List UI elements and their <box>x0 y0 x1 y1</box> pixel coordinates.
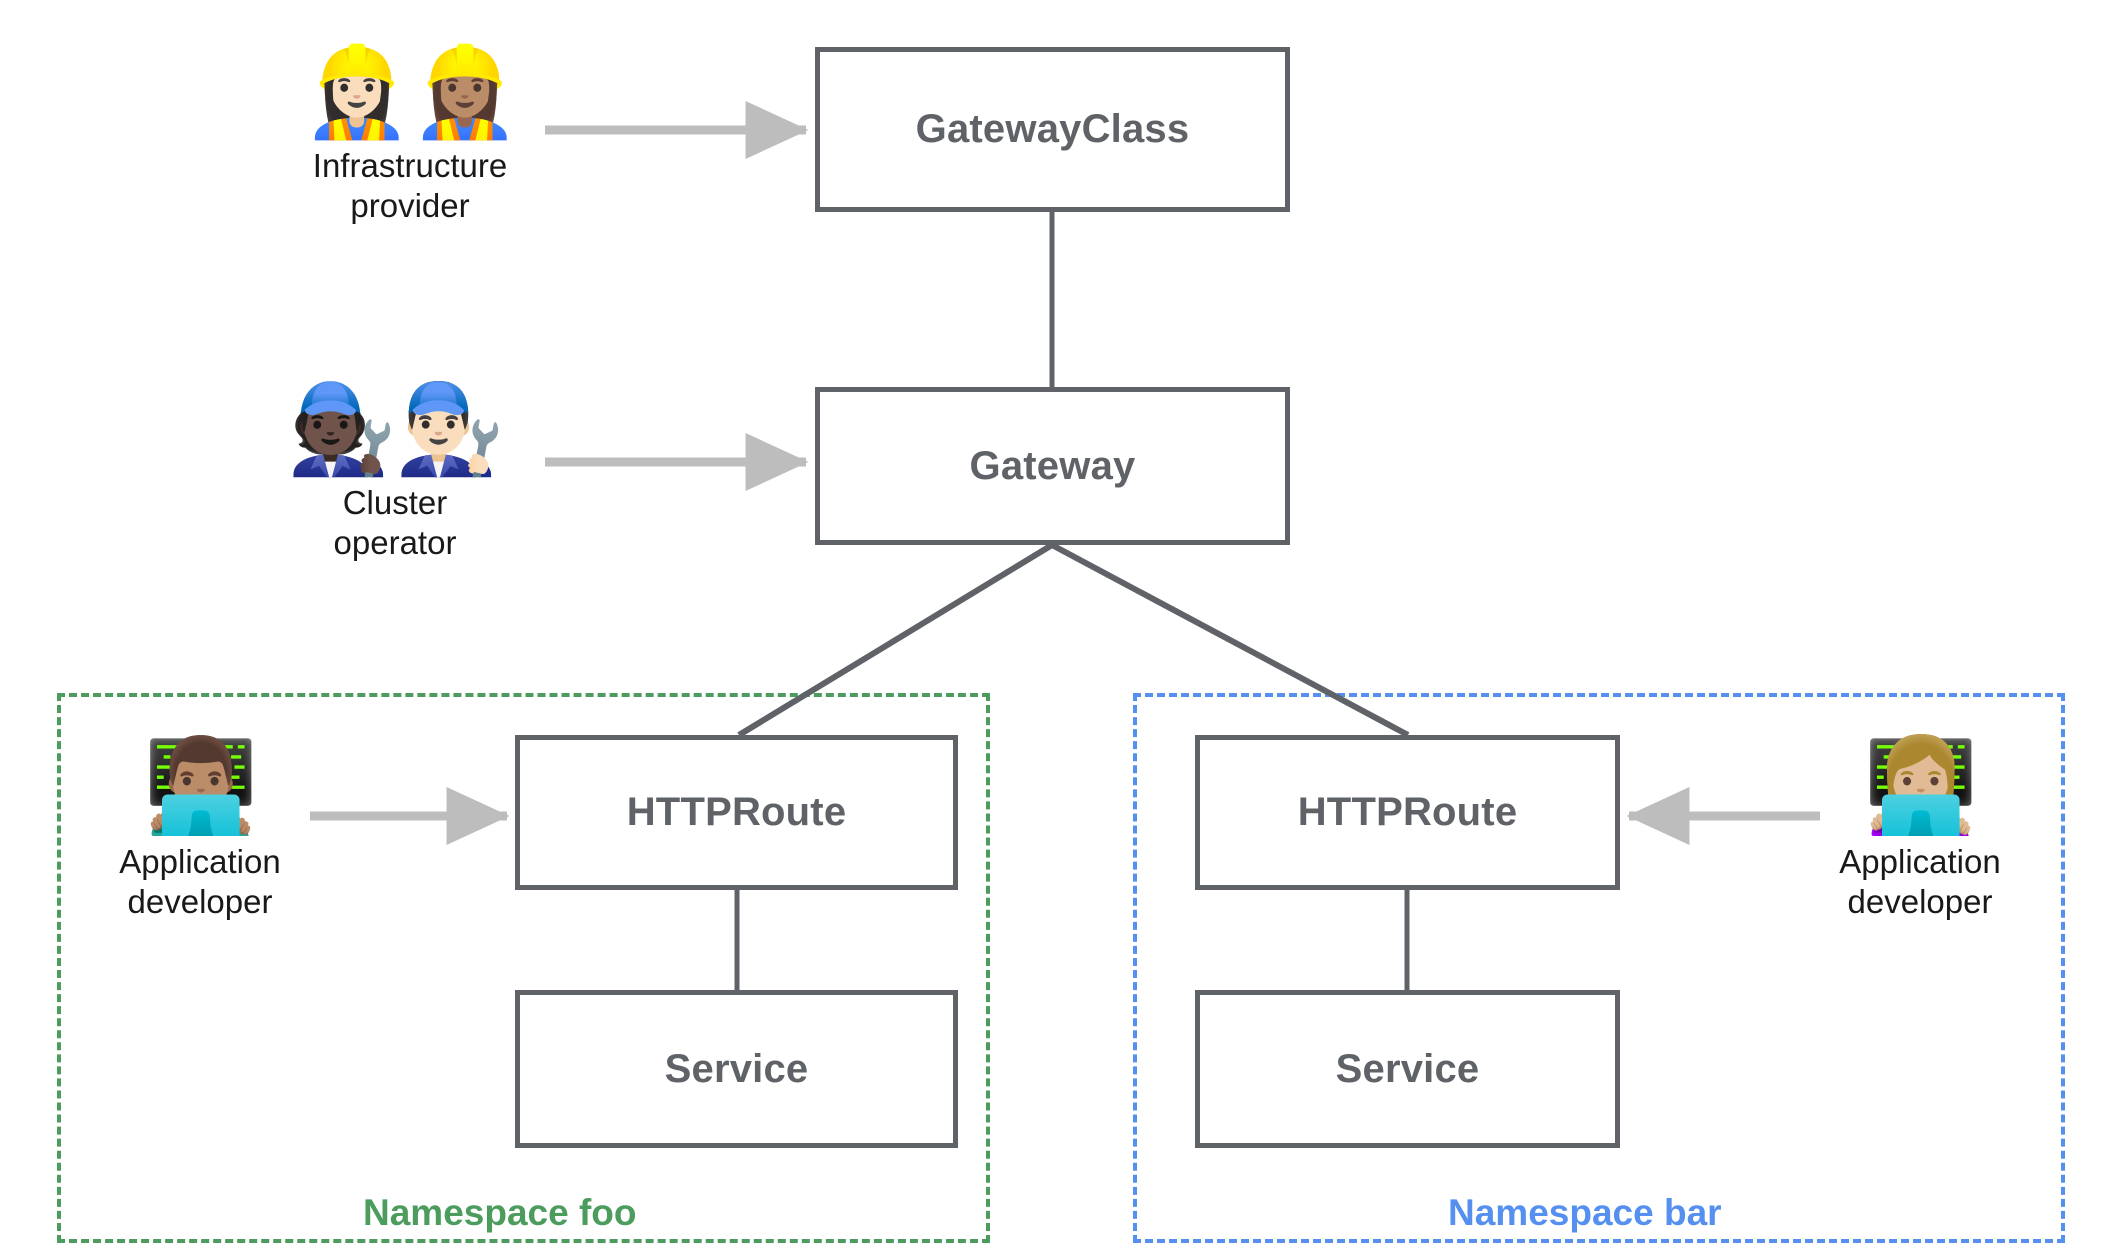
node-httproute-foo-label: HTTPRoute <box>626 790 847 834</box>
women-construction-workers-icon: 👷🏻‍♀️👷🏽‍♀️ <box>302 40 519 143</box>
actor-cluster-operator-caption: Cluster operator <box>333 484 457 562</box>
woman-technologist-icon: 👩🏼‍💻 <box>1863 732 1979 839</box>
namespace-bar-label: Namespace bar <box>1448 1192 1722 1233</box>
namespace-foo-label: Namespace foo <box>363 1192 637 1233</box>
node-gateway[interactable]: Gateway <box>815 387 1290 545</box>
actor-cluster-operator: 🧑🏿‍🔧👨🏻‍🔧 Cluster operator <box>250 385 540 564</box>
actor-infrastructure-provider-caption: Infrastructure provider <box>312 147 508 225</box>
actor-infrastructure-provider: 👷🏻‍♀️👷🏽‍♀️ Infrastructure provider <box>265 48 555 227</box>
node-service-foo[interactable]: Service <box>515 990 958 1148</box>
node-httproute-foo[interactable]: HTTPRoute <box>515 735 958 890</box>
actor-application-developer-foo: 👨🏽‍💻 Application developer <box>80 740 320 923</box>
node-service-foo-label: Service <box>664 1046 809 1091</box>
node-httproute-bar-label: HTTPRoute <box>1297 790 1518 834</box>
node-gatewayclass-label: GatewayClass <box>915 107 1190 151</box>
actor-application-developer-bar: 👩🏼‍💻 Application developer <box>1800 740 2040 923</box>
node-httproute-bar[interactable]: HTTPRoute <box>1195 735 1620 890</box>
node-gatewayclass[interactable]: GatewayClass <box>815 47 1290 212</box>
actor-application-developer-bar-caption: Application developer <box>1839 843 2001 921</box>
namespace-bar-container <box>1133 693 2065 1243</box>
man-technologist-icon: 👨🏽‍💻 <box>143 732 259 839</box>
node-gateway-label: Gateway <box>969 443 1136 488</box>
actor-application-developer-foo-caption: Application developer <box>119 843 281 921</box>
node-service-bar-label: Service <box>1335 1046 1480 1091</box>
mechanics-icon: 🧑🏿‍🔧👨🏻‍🔧 <box>287 377 504 480</box>
namespace-foo-container <box>57 693 990 1243</box>
node-service-bar[interactable]: Service <box>1195 990 1620 1148</box>
